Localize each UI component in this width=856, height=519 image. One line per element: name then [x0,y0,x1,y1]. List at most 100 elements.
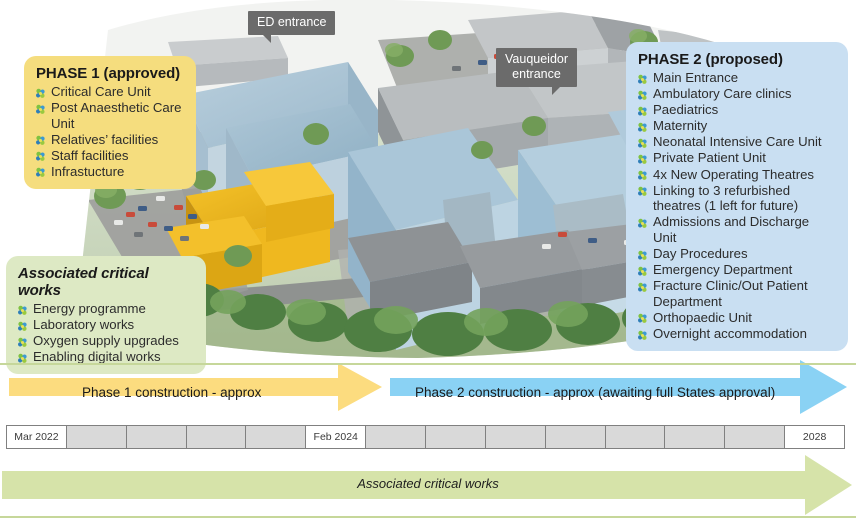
list-item-label: Oxygen supply upgrades [33,333,179,349]
timeline-cell [724,425,786,449]
list-item: Infrastucture [34,164,184,180]
phase-1-arrow-label: Phase 1 construction - approx [82,385,262,400]
timeline-cell [604,425,666,449]
flower-bullet-icon [637,153,648,164]
list-item: Paediatrics [636,102,836,118]
flower-bullet-icon [637,217,648,228]
list-item-label: Energy programme [33,301,146,316]
flower-bullet-icon [637,137,648,148]
list-item: 4x New Operating Theatres [636,167,836,183]
divider-bottom [0,516,856,518]
list-item-label: Laboratory works [33,317,135,333]
list-item: Neonatal Intensive Care Unit [636,134,836,150]
list-item: Admissions and Discharge Unit [636,214,836,245]
phase-1-arrow-shape [9,363,382,411]
flower-bullet-icon [637,312,648,324]
associated-works-arrow-graphic [2,455,852,515]
flower-bullet-icon [35,134,46,146]
phase-1-list: Critical Care Unit Post Anaesthetic Care… [34,84,184,180]
associated-works-arrow-shape [2,455,852,515]
timeline-date-grid: Mar 2022 Feb 2024 2028 [6,425,846,449]
divider-top [0,363,856,365]
flower-bullet-icon [637,121,648,132]
list-item: Main Entrance [636,70,836,86]
list-item-label: Critical Care Unit [51,84,151,99]
timeline-cell: Mar 2022 [6,425,67,449]
phase-1-panel: PHASE 1 (approved) Critical Care Unit Po… [24,56,196,190]
list-item: Relatives’ facilities [34,132,184,148]
flower-bullet-icon [637,265,648,276]
associated-works-list: Energy programme Laboratory works Oxygen… [16,301,194,365]
associated-works-title: Associated critical works [18,265,149,299]
phase-2-arrow-label: Phase 2 construction - approx (awaiting … [415,385,776,400]
flower-bullet-icon [17,336,28,347]
list-item-label: Fracture Clinic/Out Patient Department [653,278,808,309]
flower-bullet-icon [637,249,648,260]
flower-bullet-icon [17,320,28,331]
flower-bullet-icon [637,185,648,197]
flower-bullet-icon [637,169,648,180]
phase-arrows-row [0,360,856,414]
list-item: Oxygen supply upgrades [16,333,194,349]
timeline-cell [664,425,726,449]
list-item: Overnight accommodation [636,326,836,342]
list-item-label: Neonatal Intensive Care Unit [653,134,822,150]
list-item: Staff facilities [34,148,184,164]
list-item-label: Paediatrics [653,102,719,118]
flower-bullet-icon [637,329,648,340]
list-item-label: Day Procedures [653,246,748,262]
list-item: Linking to 3 refurbished theatres (1 lef… [636,183,836,214]
flower-bullet-icon [17,304,28,315]
list-item: Critical Care Unit [34,84,184,100]
timeline-cell [425,425,486,449]
map-label-ed-entrance: ED entrance [248,11,336,43]
flower-bullet-icon [35,150,46,162]
list-item-label: Staff facilities [51,147,129,163]
list-item-label: Relatives’ facilities [51,131,159,147]
timeline-cell: Feb 2024 [305,425,367,449]
list-item-label: 4x New Operating Theatres [653,166,815,182]
list-item: Ambulatory Care clinics [636,86,836,102]
flower-bullet-icon [637,73,648,84]
flower-bullet-icon [637,105,648,116]
associated-critical-works-panel: Associated critical works Energy program… [6,256,206,375]
timeline-cell [365,425,427,449]
flower-bullet-icon [35,103,46,114]
list-item: Private Patient Unit [636,150,836,166]
flower-bullet-icon [637,281,648,292]
list-item-label: Maternity [653,118,708,134]
phase-2-title: PHASE 2 (proposed) [638,51,783,68]
phase-2-panel: PHASE 2 (proposed) Main Entrance Ambulat… [626,42,848,352]
timeline-cell [125,425,187,449]
phase-1-title: PHASE 1 (approved) [36,65,181,82]
flower-bullet-icon [35,87,46,98]
list-item: Post Anaesthetic Care Unit [34,100,184,131]
timeline-cell [245,425,307,449]
timeline-cell [544,425,606,449]
flower-bullet-icon [35,166,46,178]
list-item: Energy programme [16,301,194,317]
list-item-label: Ambulatory Care clinics [653,86,792,102]
list-item-label: Main Entrance [653,70,739,85]
timeline-cell [65,425,127,449]
timeline-cell: 2028 [784,425,846,449]
phase-2-arrow-shape [390,360,847,414]
flower-bullet-icon [637,89,648,100]
list-item: Laboratory works [16,317,194,333]
flower-bullet-icon [17,352,28,363]
list-item-label: Private Patient Unit [653,150,766,166]
phase-arrows-graphic [9,360,847,414]
list-item-label: Admissions and Discharge Unit [653,214,810,245]
phase-2-list: Main Entrance Ambulatory Care clinics Pa… [636,70,836,342]
list-item: Maternity [636,118,836,134]
list-item-label: Emergency Department [653,262,793,278]
map-label-vauqueidor-entrance: Vauqueidor entrance [496,48,578,95]
list-item-label: Linking to 3 refurbished theatres (1 lef… [653,182,799,214]
associated-works-arrow-label: Associated critical works [357,476,499,491]
list-item: Enabling digital works [16,349,194,365]
list-item: Fracture Clinic/Out Patient Department [636,278,836,309]
list-item-label: Overnight accommodation [653,326,807,341]
list-item: Emergency Department [636,262,836,278]
timeline-cell [484,425,546,449]
